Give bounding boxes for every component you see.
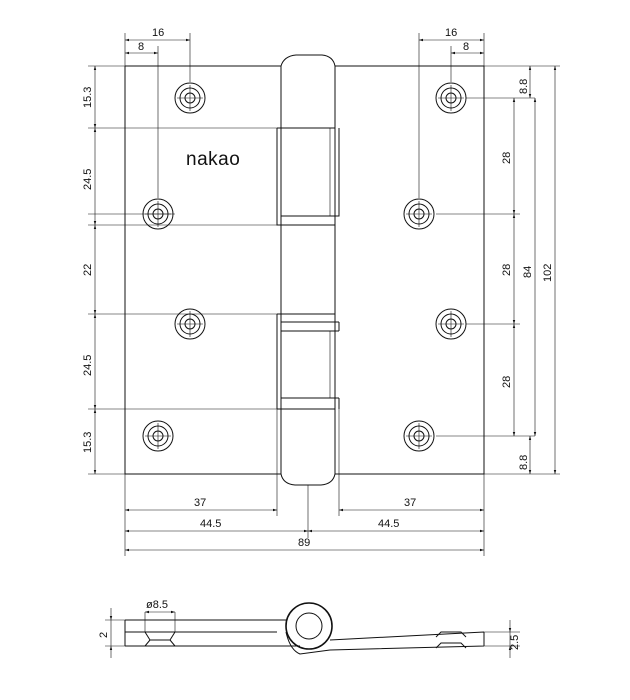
knuckle-outer — [285, 602, 333, 650]
left-leaf-outline — [124, 65, 281, 475]
dim-hole-offset-left: 8 — [138, 41, 144, 53]
dim-left-top-margin: 15.3 — [82, 87, 94, 108]
left-dimensions: 15.3 24.5 22 24.5 15.3 — [82, 65, 277, 475]
dim-hole-spacing-right: 16 — [445, 27, 457, 39]
front-view: nakao — [124, 54, 485, 486]
top-dimensions: 16 8 16 8 — [124, 27, 485, 198]
right-leaf-outline — [335, 65, 485, 475]
screw-hole — [174, 82, 206, 114]
side-view: ø8.5 2 2.5 — [98, 599, 521, 658]
dim-leaf-inner-left: 37 — [194, 497, 206, 509]
dim-left-gap-2: 22 — [82, 264, 94, 276]
dim-right-top-margin: 8.8 — [518, 79, 530, 94]
knuckle-bottom-cap — [280, 473, 336, 486]
dim-right-bottom-margin: 8.8 — [518, 455, 530, 470]
dim-right-hole-span: 84 — [522, 266, 534, 278]
dim-leaf-thickness: 2 — [98, 632, 110, 638]
upper-leaf — [124, 619, 286, 646]
dim-right-pitch-3: 28 — [501, 376, 513, 388]
bottom-dimensions: 37 37 44.5 44.5 89 — [124, 409, 485, 556]
screw-hole — [403, 420, 435, 452]
dim-total-thickness: 2.5 — [509, 635, 521, 650]
dim-half-width-right: 44.5 — [378, 518, 399, 530]
hole-centerline-left — [144, 612, 176, 632]
dim-total-width: 89 — [298, 537, 310, 549]
screw-hole — [174, 308, 206, 340]
dim-left-gap-3: 24.5 — [82, 355, 94, 376]
dim-right-pitch-1: 28 — [501, 152, 513, 164]
dim-half-width-left: 44.5 — [200, 518, 221, 530]
dim-left-bottom-margin: 15.3 — [82, 432, 94, 453]
screw-hole — [435, 308, 467, 340]
dim-left-gap-1: 24.5 — [82, 169, 94, 190]
dim-right-pitch-2: 28 — [501, 264, 513, 276]
screw-holes — [142, 82, 467, 452]
right-dimensions: 8.8 28 28 28 8.8 84 102 — [436, 65, 560, 475]
screw-hole — [403, 198, 435, 230]
knuckle-top-cap — [280, 54, 336, 67]
knuckle-pin — [295, 612, 323, 640]
lower-leaf — [125, 631, 485, 651]
dim-hole-spacing-left: 16 — [152, 27, 164, 39]
dim-hole-offset-right: 8 — [463, 41, 469, 53]
knuckle-wrap — [285, 631, 331, 655]
dim-pin-diameter: ø8.5 — [146, 599, 168, 611]
dim-leaf-inner-right: 37 — [404, 497, 416, 509]
brand-logo: nakao — [186, 149, 240, 170]
screw-hole — [142, 420, 174, 452]
knuckle-barrel — [280, 66, 336, 474]
screw-hole — [435, 82, 467, 114]
countersink-right — [435, 631, 467, 649]
dim-total-height: 102 — [542, 264, 554, 282]
countersink-left — [144, 631, 176, 647]
